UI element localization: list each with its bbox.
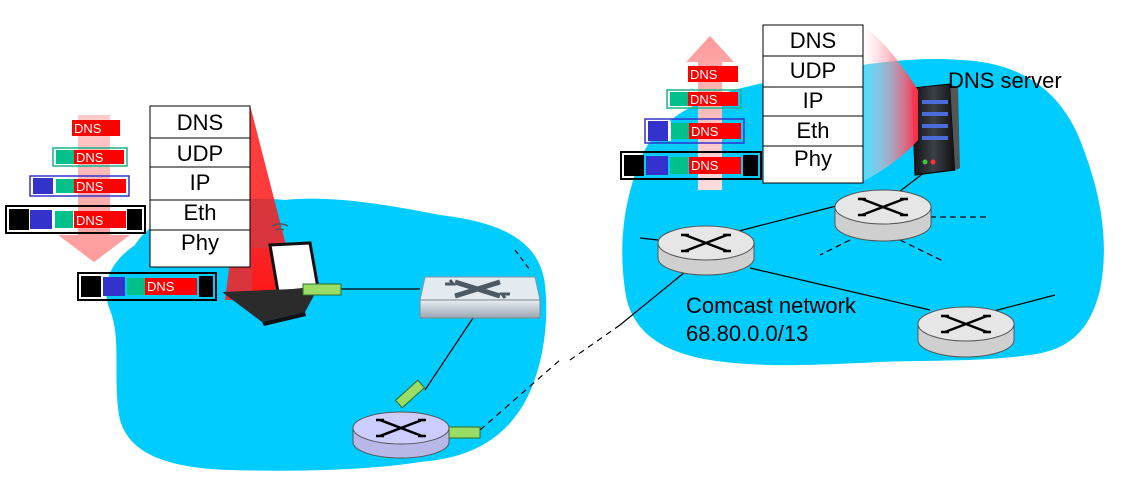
link-router-a-router-c xyxy=(749,267,931,311)
link-switch-home-router xyxy=(424,314,476,391)
packet-label: DNS xyxy=(691,124,719,139)
link-home-router-comcast-dashed xyxy=(479,359,561,431)
right-protocol-stack: DNS UDP IP Eth Phy xyxy=(762,24,864,184)
left-stack-layer-phy: Phy xyxy=(181,230,219,255)
link-router-b-down xyxy=(899,239,946,263)
link-switch-dangling xyxy=(514,249,531,271)
right-packet-udp: DNS xyxy=(666,89,742,109)
links xyxy=(340,171,1056,431)
left-stack-layer-dns: DNS xyxy=(177,110,223,135)
right-stack-layer-udp: UDP xyxy=(790,58,836,83)
home-router-nic-right xyxy=(447,426,481,439)
left-packet-udp: DNS xyxy=(52,147,128,167)
left-packet-on-wire: DNS xyxy=(77,272,217,301)
packet-label: DNS xyxy=(76,213,104,228)
left-stack-layer-ip: IP xyxy=(190,170,211,195)
left-protocol-stack: DNS UDP IP Eth Phy xyxy=(149,105,251,268)
packet-label: DNS xyxy=(74,121,102,136)
packet-label: DNS xyxy=(690,92,718,107)
right-stack-layer-ip: IP xyxy=(803,88,824,113)
link-to-comcast-dashed xyxy=(569,324,621,361)
left-stack-layer-udp: UDP xyxy=(177,141,223,166)
laptop-icon xyxy=(222,223,342,326)
left-stack-layer-eth: Eth xyxy=(183,200,216,225)
packet-label: DNS xyxy=(147,279,175,294)
packet-label: DNS xyxy=(691,158,719,173)
link-router-c-right xyxy=(989,294,1056,313)
dns-server-label: DNS server xyxy=(948,68,1062,93)
right-stack-layer-phy: Phy xyxy=(794,146,832,171)
comcast-router-b-icon xyxy=(834,189,932,242)
link-to-comcast-solid xyxy=(619,271,686,326)
right-stack-layer-dns: DNS xyxy=(790,28,836,53)
packet-label: DNS xyxy=(690,67,718,82)
left-packet-dns-only: DNS xyxy=(72,120,120,136)
left-packet-eth: DNS xyxy=(5,205,146,234)
comcast-network-prefix: 68.80.0.0/13 xyxy=(686,321,808,346)
link-router-a-router-b xyxy=(734,204,841,233)
right-stack-layer-eth: Eth xyxy=(796,118,829,143)
dns-server-icon xyxy=(911,83,960,176)
right-packet-eth: DNS xyxy=(620,151,762,180)
home-router-nic-upper xyxy=(394,379,426,409)
link-router-a-left xyxy=(639,237,659,241)
comcast-router-c-icon xyxy=(917,306,1015,358)
comcast-router-a-icon xyxy=(657,225,755,276)
right-packet-dns-only: DNS xyxy=(688,66,738,82)
comcast-network-name: Comcast network xyxy=(686,293,857,318)
right-packet-ip: DNS xyxy=(644,118,745,144)
home-router-icon xyxy=(352,379,481,459)
link-router-b-downleft xyxy=(819,239,851,256)
switch-icon xyxy=(419,276,541,319)
right-stack-cone xyxy=(862,26,918,182)
left-packet-ip: DNS xyxy=(29,175,130,197)
packet-label: DNS xyxy=(76,150,104,165)
packet-label: DNS xyxy=(76,179,104,194)
laptop-nic-icon xyxy=(302,283,342,296)
